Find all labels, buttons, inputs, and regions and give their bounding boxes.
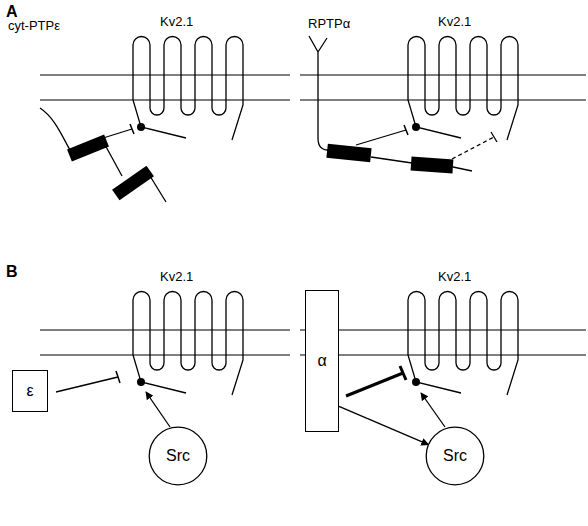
regulation (56, 371, 170, 427)
kinase-circle: Src (148, 426, 208, 486)
circle-outline (426, 427, 484, 485)
part-label: Kv2.1 (438, 269, 471, 285)
channel (133, 37, 243, 141)
phosphatase-box: α (305, 290, 339, 432)
part-label: RPTPα (308, 16, 350, 32)
node-text: α (317, 352, 326, 370)
channel (133, 292, 243, 396)
regulation (346, 366, 445, 427)
phosphatase-box: ε (12, 370, 48, 412)
node-text: Src (443, 447, 467, 465)
circle-outline (149, 427, 207, 485)
node-text: Src (166, 447, 190, 465)
part-label: cyt-PTPε (8, 18, 60, 34)
phosphatase (309, 36, 497, 173)
part-label: Kv2.1 (438, 14, 471, 30)
channel (408, 37, 518, 141)
channel (408, 292, 518, 396)
part-label: Kv2.1 (160, 269, 193, 285)
activation-arrow (339, 406, 429, 444)
node-text: ε (26, 382, 33, 400)
kinase-circle: Src (425, 426, 485, 486)
panel-letter: B (6, 262, 18, 281)
part-label: Kv2.1 (160, 14, 193, 30)
phosphatase (40, 108, 166, 202)
